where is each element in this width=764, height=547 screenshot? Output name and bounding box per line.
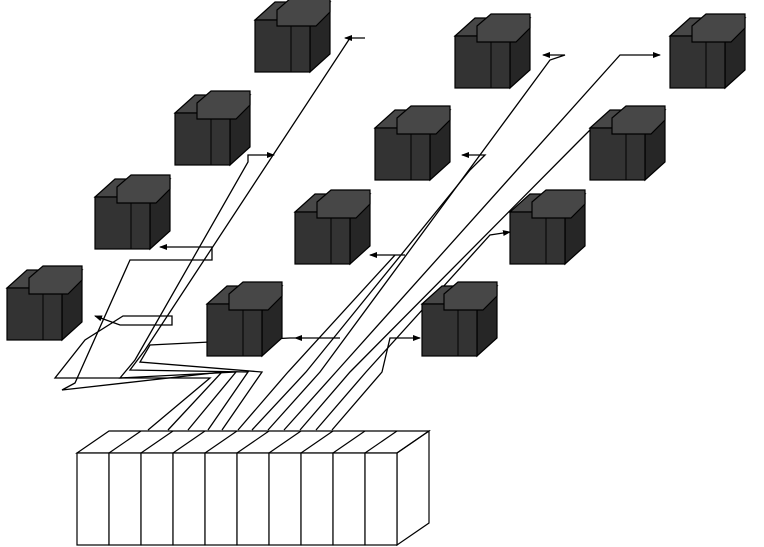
- connection-wire: [53, 315, 212, 431]
- connection-wire: [138, 335, 340, 431]
- device-unit: [5, 265, 84, 342]
- device-unit: [205, 281, 284, 358]
- rack-slot: [108, 452, 142, 546]
- device-unit: [453, 13, 532, 90]
- rack-slot-divider: [364, 430, 398, 454]
- rack-slot: [300, 452, 334, 546]
- connection-wire: [283, 52, 661, 431]
- connection-wire: [267, 52, 566, 431]
- connection-wire: [251, 152, 487, 431]
- rack-slot: [172, 452, 206, 546]
- rack-slot: [204, 452, 238, 546]
- device-unit: [253, 0, 332, 74]
- connection-wire: [237, 252, 405, 431]
- device-unit: [293, 189, 372, 266]
- connection-wire: [61, 244, 224, 431]
- device-unit: [173, 90, 252, 167]
- rack-slot-divider: [300, 430, 334, 454]
- rack-slot: [364, 452, 398, 546]
- rack-slot: [332, 452, 366, 546]
- rack-slot: [140, 452, 174, 546]
- device-units: [5, 0, 747, 358]
- device-unit: [508, 189, 587, 266]
- rack-slot-divider: [268, 430, 302, 454]
- rack-slot-divider: [236, 430, 270, 454]
- rack-slot: [76, 452, 110, 546]
- device-unit: [668, 13, 747, 90]
- connection-wire: [128, 35, 365, 431]
- rack-slot-divider: [396, 430, 430, 454]
- rack-slot-divider: [140, 430, 174, 454]
- rack-slot: [268, 452, 302, 546]
- rack-cabinet: [75, 429, 431, 547]
- rack-slot: [236, 452, 270, 546]
- rack-slot-divider: [204, 430, 238, 454]
- device-unit: [373, 105, 452, 182]
- rack-slot-divider: [108, 430, 142, 454]
- device-unit: [420, 281, 499, 358]
- rack-slot-divider: [332, 430, 366, 454]
- rack-slot-divider: [172, 430, 206, 454]
- device-unit: [588, 105, 667, 182]
- connection-wire: [331, 335, 421, 431]
- device-unit: [93, 174, 172, 251]
